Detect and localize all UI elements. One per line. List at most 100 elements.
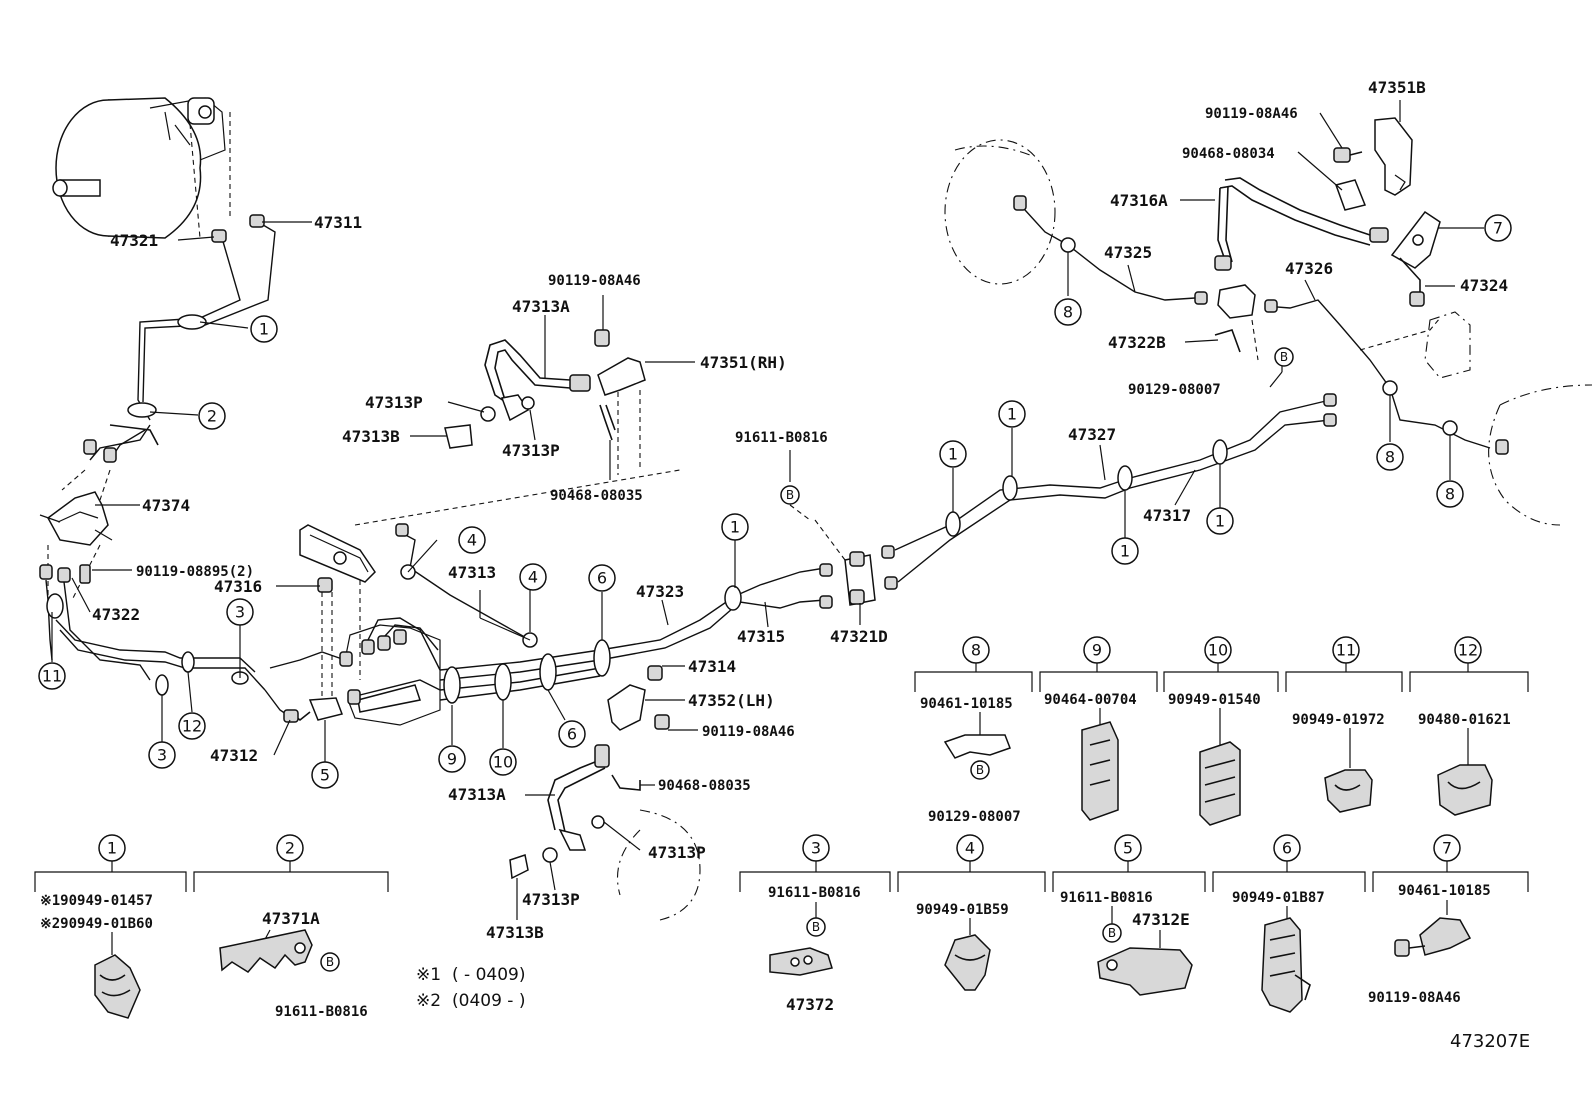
legend-7-sub: 90119-08A46 xyxy=(1368,990,1461,1006)
legend-key-12: 12 xyxy=(1458,641,1478,660)
label-47313b-a: 47313B xyxy=(342,427,400,446)
junction-47321d-illustration xyxy=(789,504,898,609)
label-47313p-a: 47313P xyxy=(365,393,423,412)
leader-lines xyxy=(51,100,1484,920)
legend-2-part: 47371A xyxy=(262,909,320,928)
applicability-notes: ※1 ( - 0409) ※2 (0409 - ) xyxy=(416,965,525,1011)
label-47321: 47321 xyxy=(110,231,158,250)
legend-12-part: 90480-01621 xyxy=(1418,712,1511,728)
callout-circles: 1 2 3 3 12 11 5 4 4 6 6 9 10 1 1 1 1 1 8… xyxy=(38,214,1512,789)
main-brake-tubes xyxy=(354,469,826,704)
brake-booster-illustration xyxy=(52,97,231,239)
label-47313a-bottom: 47313A xyxy=(448,785,506,804)
callout-6: 6 xyxy=(567,725,577,744)
legend-row-lower: 1 2 3 4 5 6 7 ※190949-01457 ※290949-01B6… xyxy=(34,834,1529,1020)
callout-4: 4 xyxy=(467,531,477,550)
legend-key-4: 4 xyxy=(965,839,975,858)
legend-key-8: 8 xyxy=(971,641,981,660)
callout-8: 8 xyxy=(1063,303,1073,322)
callout-1: 1 xyxy=(948,445,958,464)
junction-47322-illustration xyxy=(39,564,266,696)
note-1-range: ( - 0409) xyxy=(452,965,525,985)
label-47326: 47326 xyxy=(1285,259,1333,278)
label-47312: 47312 xyxy=(210,746,258,765)
legend-5-part: 91611-B0816 xyxy=(1060,890,1153,906)
rear-brake-tubes xyxy=(894,393,1337,583)
label-47313p-c: 47313P xyxy=(648,843,706,862)
label-90119-08a46-mid: 90119-08A46 xyxy=(702,724,795,740)
bolt-b-marker: B xyxy=(976,763,984,777)
bolt-b-marker: B xyxy=(326,955,334,969)
legend-key-6: 6 xyxy=(1282,839,1292,858)
label-47324: 47324 xyxy=(1460,276,1508,295)
bolt-b-marker: B xyxy=(812,920,820,934)
figure-id: 473207E xyxy=(1450,1031,1530,1052)
label-47316a: 47316A xyxy=(1110,191,1168,210)
label-47351-rh: 47351(RH) xyxy=(700,353,787,372)
callout-1: 1 xyxy=(1120,542,1130,561)
label-47316: 47316 xyxy=(214,577,262,596)
label-47322b: 47322B xyxy=(1108,333,1166,352)
label-47315: 47315 xyxy=(737,627,785,646)
legend-1-part-a: ※190949-01457 xyxy=(40,893,153,909)
label-90468-08035-top: 90468-08035 xyxy=(550,488,643,504)
legend-9-part: 90464-00704 xyxy=(1044,692,1137,708)
legend-6-part: 90949-01B87 xyxy=(1232,890,1325,906)
legend-5-sub: 47312E xyxy=(1132,910,1190,929)
callout-11: 11 xyxy=(42,667,62,686)
label-90119-08a46-top-right: 90119-08A46 xyxy=(1205,106,1298,122)
label-91611-b0816-mid: 91611-B0816 xyxy=(735,430,828,446)
callout-3: 3 xyxy=(235,603,245,622)
label-47327: 47327 xyxy=(1068,425,1116,444)
legend-3-sub: 47372 xyxy=(786,995,834,1014)
callout-12: 12 xyxy=(182,717,202,736)
hose-47313a-top-illustration xyxy=(444,329,646,475)
callout-7: 7 xyxy=(1493,219,1503,238)
label-47352-lh: 47352(LH) xyxy=(688,691,775,710)
label-47317: 47317 xyxy=(1143,506,1191,525)
legend-key-2: 2 xyxy=(285,839,295,858)
legend-7-part: 90461-10185 xyxy=(1398,883,1491,899)
callout-9: 9 xyxy=(447,750,457,769)
note-1-mark: ※1 xyxy=(416,965,441,985)
bolt-b-marker: B xyxy=(1108,926,1116,940)
legend-11-part: 90949-01972 xyxy=(1292,712,1385,728)
note-2-mark: ※2 xyxy=(416,991,441,1011)
legend-10-part: 90949-01540 xyxy=(1168,692,1261,708)
legend-key-10: 10 xyxy=(1208,641,1228,660)
callout-1: 1 xyxy=(259,320,269,339)
legend-8-part: 90461-10185 xyxy=(920,696,1013,712)
legend-key-11: 11 xyxy=(1336,641,1356,660)
legend-2-sub: 91611-B0816 xyxy=(275,1004,368,1020)
callout-1: 1 xyxy=(1007,405,1017,424)
label-90468-08034: 90468-08034 xyxy=(1182,146,1275,162)
label-47325: 47325 xyxy=(1104,243,1152,262)
label-47314: 47314 xyxy=(688,657,736,676)
label-47374: 47374 xyxy=(142,496,190,515)
label-47351b: 47351B xyxy=(1368,78,1426,97)
callout-8: 8 xyxy=(1385,448,1395,467)
callout-8: 8 xyxy=(1445,485,1455,504)
legend-key-5: 5 xyxy=(1123,839,1133,858)
bolt-b-marker: B xyxy=(786,488,794,502)
label-47313p-b: 47313P xyxy=(502,441,560,460)
label-90129-08007-top: 90129-08007 xyxy=(1128,382,1221,398)
callout-6: 6 xyxy=(597,569,607,588)
legend-1-part-b: ※290949-01B60 xyxy=(40,916,153,932)
callout-3: 3 xyxy=(157,746,167,765)
legend-key-9: 9 xyxy=(1092,641,1102,660)
left-brake-tubes xyxy=(61,214,276,501)
note-2-range: (0409 - ) xyxy=(452,991,525,1011)
bolt-b-marker: B xyxy=(1280,350,1288,364)
callout-2: 2 xyxy=(207,407,217,426)
label-47313p-d: 47313P xyxy=(522,890,580,909)
label-90119-08895: 90119-08895(2) xyxy=(136,564,254,580)
legend-8-sub: 90129-08007 xyxy=(928,809,1021,825)
callout-1: 1 xyxy=(730,518,740,537)
legend-key-7: 7 xyxy=(1442,839,1452,858)
center-block-illustration xyxy=(339,617,441,726)
callout-1: 1 xyxy=(1215,512,1225,531)
label-47313b-b: 47313B xyxy=(486,923,544,942)
legend-row-upper: 8 9 10 11 12 90461-10185 B 90129-08007 9… xyxy=(914,636,1529,826)
